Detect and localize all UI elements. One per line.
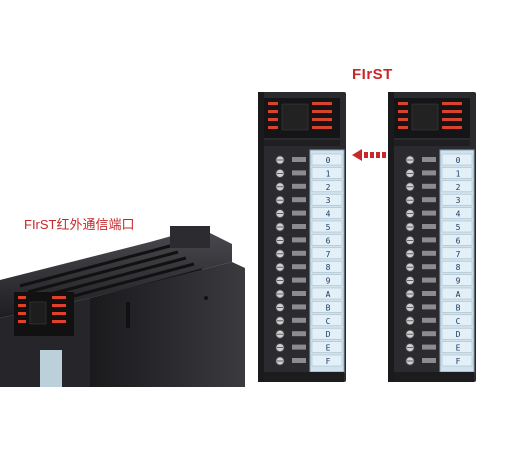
terminal-A: A [275, 287, 343, 300]
terminal-8: 8 [405, 260, 473, 273]
terminal-label: 0 [456, 156, 461, 165]
terminal-7: 7 [275, 247, 343, 260]
terminal-3: 3 [405, 193, 473, 206]
terminal-label: 1 [326, 169, 331, 178]
terminal-2: 2 [405, 180, 473, 193]
terminal-label: 3 [326, 196, 331, 205]
terminal-label: 7 [456, 250, 461, 259]
terminal-label: E [326, 344, 331, 353]
terminal-label: 0 [326, 156, 331, 165]
module-closeup-image [0, 222, 248, 387]
terminal-label: F [456, 357, 461, 366]
terminal-F: F [275, 354, 343, 367]
terminal-label: E [456, 344, 461, 353]
terminal-label: 5 [326, 223, 331, 232]
terminal-6: 6 [405, 234, 473, 246]
terminal-B: B [275, 301, 343, 313]
terminal-label: C [326, 317, 331, 326]
terminal-E: E [275, 341, 343, 353]
terminal-label: 3 [456, 196, 461, 205]
terminal-label: 5 [456, 223, 461, 232]
module-closeup-illustration [0, 226, 245, 387]
terminal-3: 3 [275, 193, 343, 206]
firmst-title: FIrST [352, 66, 393, 83]
terminal-C: C [275, 314, 343, 327]
arrow-left-icon [352, 148, 388, 161]
terminal-label: 6 [456, 236, 461, 245]
terminal-label: B [456, 303, 461, 312]
terminal-D: D [405, 327, 473, 340]
terminal-6: 6 [275, 234, 343, 246]
terminal-label: 4 [326, 210, 331, 219]
terminal-B: B [405, 301, 473, 313]
terminal-E: E [405, 341, 473, 353]
terminal-8: 8 [275, 260, 343, 273]
terminal-1: 1 [275, 167, 343, 179]
terminal-label: C [456, 317, 461, 326]
terminal-label: F [326, 357, 331, 366]
terminal-0: 0 [275, 153, 343, 166]
terminal-A: A [405, 287, 473, 300]
terminal-5: 5 [405, 220, 473, 233]
terminal-label: B [326, 303, 331, 312]
terminal-C: C [405, 314, 473, 327]
terminal-label: 9 [456, 277, 461, 286]
terminal-label: D [326, 330, 331, 339]
terminal-label: 4 [456, 210, 461, 219]
terminal-label: 8 [326, 263, 331, 272]
terminal-label: 9 [326, 277, 331, 286]
terminal-F: F [405, 354, 473, 367]
terminal-label: A [456, 290, 461, 299]
terminal-7: 7 [405, 247, 473, 260]
terminal-label: 1 [456, 169, 461, 178]
terminal-D: D [275, 327, 343, 340]
terminal-label: 6 [326, 236, 331, 245]
terminal-label: 8 [456, 263, 461, 272]
terminal-label: 2 [456, 183, 461, 192]
terminal-1: 1 [405, 167, 473, 179]
terminal-label: D [456, 330, 461, 339]
terminal-5: 5 [275, 220, 343, 233]
terminal-9: 9 [405, 274, 473, 286]
terminal-label: 7 [326, 250, 331, 259]
terminal-0: 0 [405, 153, 473, 166]
terminal-2: 2 [275, 180, 343, 193]
terminal-4: 4 [275, 207, 343, 219]
ir-port-caption: FIrST红外通信端口 [24, 217, 135, 232]
terminal-label: 2 [326, 183, 331, 192]
terminal-4: 4 [405, 207, 473, 219]
terminal-label: A [326, 290, 331, 299]
terminal-9: 9 [275, 274, 343, 286]
